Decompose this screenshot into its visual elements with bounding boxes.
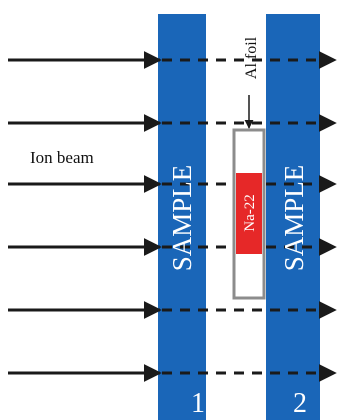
source-label: Na-22 (242, 194, 258, 232)
sample-2-label: SAMPLE (279, 165, 309, 272)
foil-label: Al foil (243, 36, 260, 79)
beam-dashed-paths (162, 51, 337, 382)
beam-arrows (8, 51, 162, 382)
sample-1-number: 1 (191, 388, 205, 419)
sample-2-block (266, 14, 320, 420)
sample-2-number: 2 (293, 388, 307, 419)
beam-label: Ion beam (30, 148, 94, 167)
na22-source (236, 173, 262, 254)
sample-1-label: SAMPLE (167, 165, 197, 272)
sample-1-block (158, 14, 206, 420)
